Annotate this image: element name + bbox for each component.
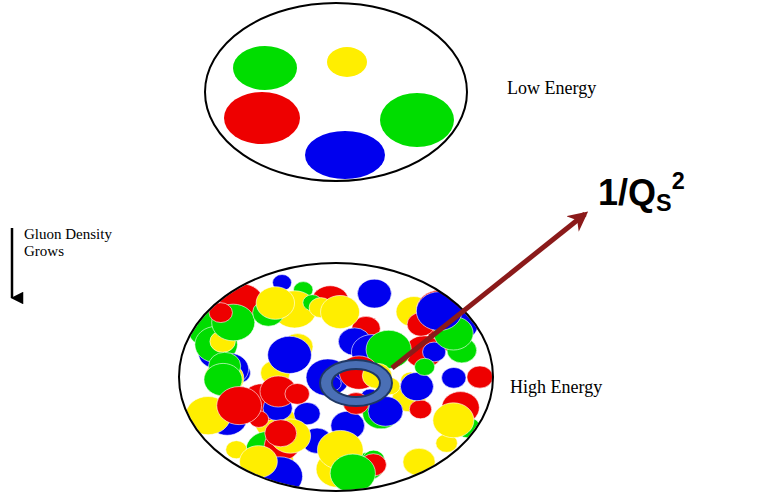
gluon-blob <box>240 446 278 478</box>
growth-arrow <box>11 228 14 298</box>
axis-note: Gluon Density Grows <box>24 226 119 261</box>
low-energy-proton <box>205 3 467 181</box>
gluon-blob <box>409 400 431 419</box>
gluon-blob <box>357 279 391 308</box>
gluon-blob <box>330 454 375 492</box>
proton-outline <box>179 263 493 491</box>
gluon-blob <box>256 287 294 320</box>
gluon-blob <box>327 47 367 77</box>
energy-label: High Energy <box>510 377 602 398</box>
gluon-blob <box>467 366 493 388</box>
gluon-blob <box>442 367 466 388</box>
dense-gluons <box>186 275 493 493</box>
gluon-blob <box>268 336 312 373</box>
ring <box>320 360 392 406</box>
gluon-blob <box>415 358 435 375</box>
gluon-blob <box>403 448 435 475</box>
energy-label: Low Energy <box>507 78 596 99</box>
gluon-blob <box>233 46 297 90</box>
gluon-blob <box>416 292 462 331</box>
proton-outline <box>205 3 467 181</box>
gluon-blob <box>224 92 300 144</box>
gluon-blob <box>217 387 262 425</box>
saturation-ring <box>320 360 392 406</box>
pointer-arrow <box>392 214 585 368</box>
gluon-blob <box>433 403 474 438</box>
gluon-blob <box>380 93 454 147</box>
gluon-blob <box>285 383 310 404</box>
gluon-blob <box>400 373 433 401</box>
gluon-blob <box>321 295 360 328</box>
scale-label: 1/QS2 <box>598 168 685 217</box>
gluon-blob <box>265 420 297 447</box>
gluon-blob <box>305 131 385 179</box>
